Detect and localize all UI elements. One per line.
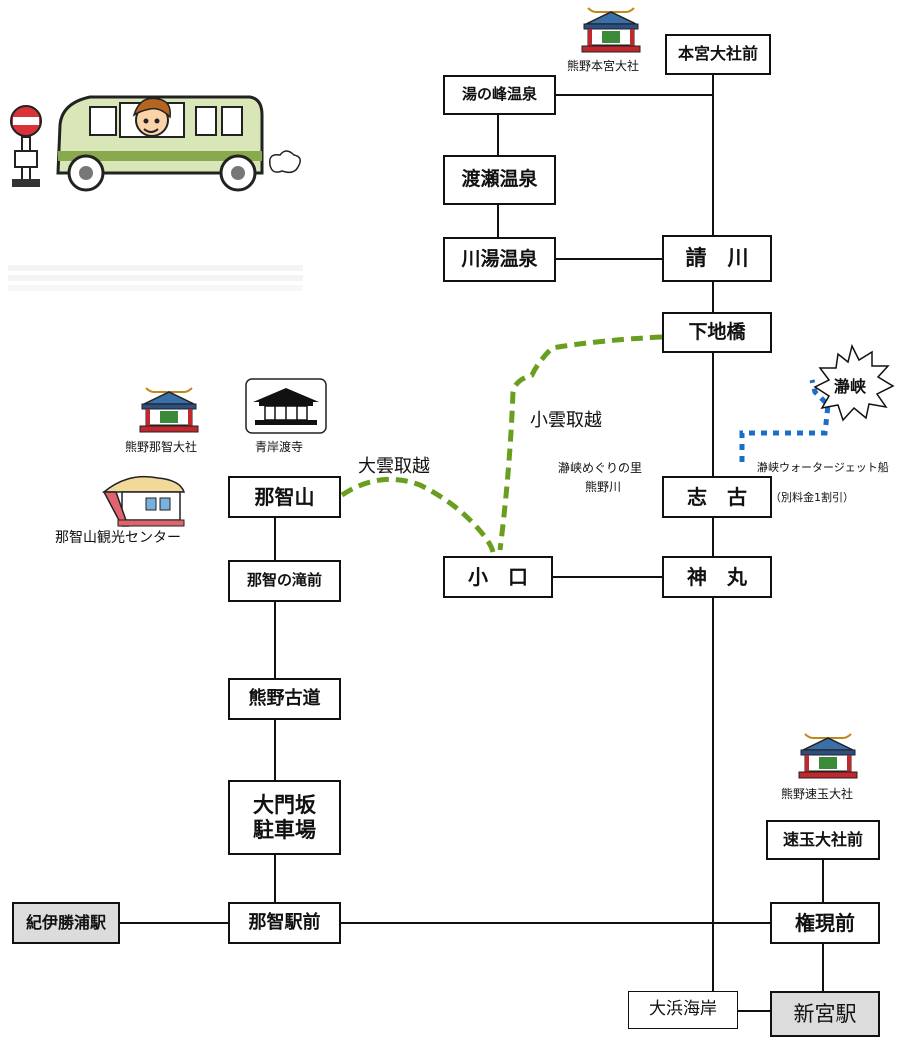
stop-nachisan: 那智山: [228, 476, 341, 518]
stop-hayatama-taisha-mae: 速玉大社前: [766, 820, 880, 860]
stop-shingu-station: 新宮駅: [770, 991, 880, 1037]
stop-ukegawa: 請 川: [662, 235, 772, 282]
label-fee-note: （別料金1割引）: [770, 491, 854, 504]
burst-shape: [813, 343, 895, 422]
label-hongu-shrine: 熊野本宮大社: [567, 59, 640, 73]
jet-boat-route: [739, 379, 831, 462]
stop-nachi-no-taki-mae: 那智の滝前: [228, 560, 341, 602]
bus-illustration-icon: [8, 95, 303, 291]
label-hayatama-shrine: 熊野速玉大社: [781, 787, 854, 801]
hongu-shrine-icon: [581, 7, 641, 53]
stop-shimojibashi: 下地橋: [662, 312, 772, 353]
stop-gongen-mae: 権現前: [770, 902, 880, 944]
label-dorokyo-sato: 瀞峡めぐりの里: [558, 461, 643, 475]
stop-kounomaru: 神 丸: [662, 556, 772, 598]
temple-icon: [245, 378, 327, 434]
tourist-center-icon: [101, 475, 186, 527]
label-kogumotori-trail: 小雲取越: [530, 410, 602, 431]
label-seiganto-ji: 青岸渡寺: [255, 440, 304, 454]
stop-daimonzaka-parking: 大門坂 駐車場: [228, 780, 341, 855]
label-nachi-shrine: 熊野那智大社: [125, 440, 198, 454]
stop-koguchi: 小 口: [443, 556, 553, 598]
label-kumano-river: 熊野川: [585, 480, 622, 494]
label-ogumotori-trail: 大雲取越: [358, 456, 430, 477]
label-jet-boat: 瀞峡ウォータージェット船: [757, 461, 889, 474]
stop-nachi-eki-mae: 那智駅前: [228, 902, 341, 944]
stop-kumano-kodo: 熊野古道: [228, 678, 341, 720]
label-dorokyo-burst: 瀞峡: [834, 377, 867, 396]
stop-shiko: 志 古: [662, 476, 772, 518]
stop-kawayu-onsen: 川湯温泉: [443, 237, 556, 282]
trail-lines: [340, 334, 663, 553]
nachi-shrine-icon: [139, 387, 199, 433]
stop-ohama-kaigan: 大浜海岸: [628, 991, 738, 1029]
stop-yunomine-onsen: 湯の峰温泉: [443, 75, 556, 115]
label-nachisan-center: 那智山観光センター: [55, 530, 181, 546]
stop-watarase-onsen: 渡瀬温泉: [443, 155, 556, 205]
hayatama-shrine-icon: [798, 733, 858, 779]
stop-kii-katsuura-station: 紀伊勝浦駅: [12, 902, 120, 944]
stop-hongu-taisha-mae: 本宮大社前: [665, 34, 771, 75]
